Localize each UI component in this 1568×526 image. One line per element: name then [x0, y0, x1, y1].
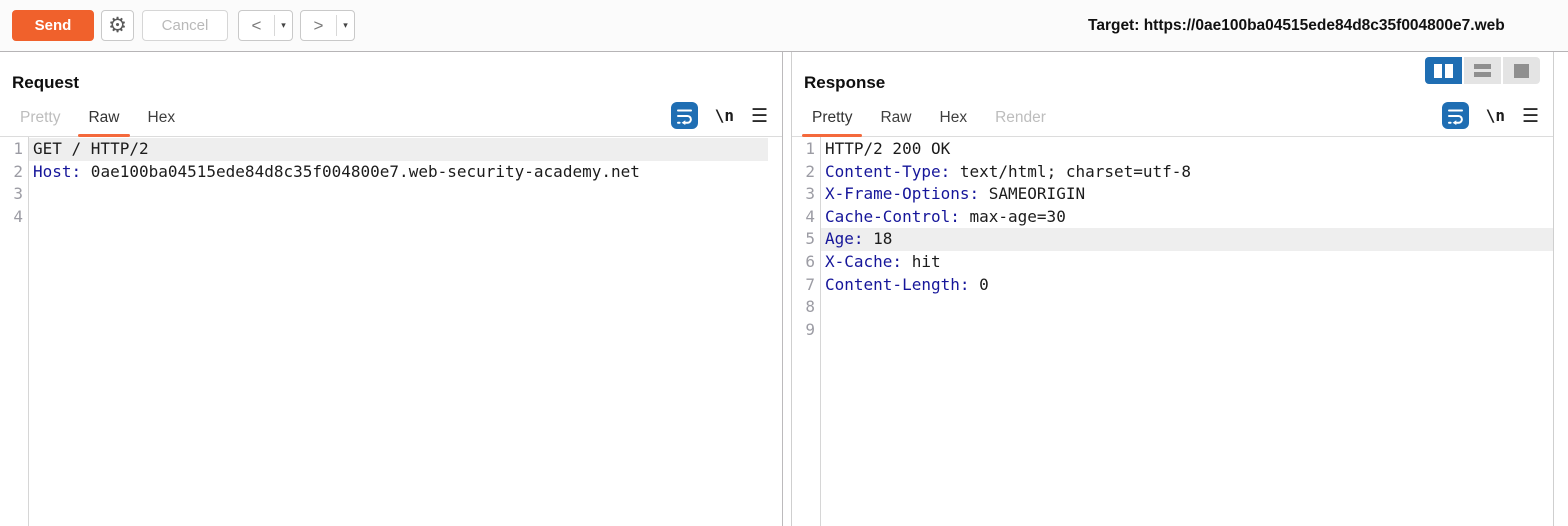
request-editor-icons: \n ☰: [670, 102, 776, 136]
header-name: Cache-Control:: [825, 206, 960, 226]
editor-menu-icon[interactable]: ☰: [750, 104, 768, 127]
tab-render: Render: [995, 109, 1046, 126]
code-line[interactable]: Content-Length: 0: [821, 274, 1553, 297]
response-title: Response: [804, 73, 886, 92]
header-name: Content-Type:: [825, 161, 951, 181]
columns-layout-icon: [1445, 63, 1453, 78]
code-line[interactable]: X-Frame-Options: SAMEORIGIN: [821, 183, 1553, 206]
code-text: GET / HTTP/2: [33, 139, 149, 158]
history-forward-button[interactable]: > ▾: [300, 10, 355, 41]
word-wrap-icon: [1447, 109, 1463, 125]
line-number: 2: [805, 161, 815, 181]
code-text: HTTP/2 200 OK: [825, 139, 951, 158]
tab-raw[interactable]: Raw: [74, 109, 133, 137]
code-line[interactable]: [821, 319, 1553, 342]
line-number: 5: [805, 229, 815, 249]
forward-icon: >: [313, 15, 324, 35]
tab-pretty: Pretty: [20, 109, 61, 126]
word-wrap-toggle[interactable]: [1441, 102, 1469, 129]
line-number: 3: [13, 184, 23, 204]
chevron-down-icon[interactable]: ▾: [343, 20, 348, 31]
request-tabbar: Pretty Raw Hex \n ☰: [0, 93, 782, 137]
code-text: 0: [969, 274, 989, 294]
button-divider: [336, 15, 337, 36]
line-number: 3: [805, 184, 815, 204]
code-text: 0ae100ba04515ede84d8c35f004800e7.web-sec…: [81, 161, 640, 181]
show-newlines-toggle[interactable]: \n: [1485, 106, 1505, 125]
line-number: 7: [805, 274, 815, 294]
single-layout-icon: [1514, 63, 1529, 78]
code-line[interactable]: [29, 206, 768, 229]
gear-icon: ⚙: [108, 13, 127, 37]
line-number: 4: [805, 206, 815, 226]
layout-switcher: [1425, 57, 1540, 84]
line-number: 4: [13, 206, 23, 226]
back-icon: <: [251, 15, 262, 35]
header-name: Age:: [825, 229, 864, 249]
columns-layout-icon: [1434, 63, 1442, 78]
code-line[interactable]: [821, 296, 1553, 319]
chevron-down-icon[interactable]: ▾: [281, 20, 286, 31]
tab-hex[interactable]: Hex: [939, 109, 968, 126]
word-wrap-icon: [676, 109, 692, 125]
tab-hex[interactable]: Hex: [147, 109, 176, 126]
cancel-button[interactable]: Cancel: [142, 10, 228, 41]
code-line[interactable]: X-Cache: hit: [821, 251, 1553, 274]
code-line[interactable]: Cache-Control: max-age=30: [821, 206, 1553, 229]
code-text: 18: [863, 229, 893, 249]
line-number: 8: [805, 297, 815, 317]
line-number: 2: [13, 161, 23, 181]
toolbar: Send ⚙ Cancel < ▾ > ▾ Target: https://0a…: [0, 0, 1568, 52]
show-newlines-toggle[interactable]: \n: [714, 106, 734, 125]
pane-splitter[interactable]: [783, 52, 791, 526]
target-url: Target: https://0ae100ba04515ede84d8c35f…: [1088, 16, 1505, 34]
code-line[interactable]: Age: 18: [821, 228, 1553, 251]
header-name: Host:: [33, 161, 82, 181]
history-back-button[interactable]: < ▾: [238, 10, 293, 41]
rows-layout-icon: [1474, 64, 1491, 77]
header-name: X-Cache:: [825, 251, 903, 271]
code-text: hit: [902, 251, 941, 271]
layout-columns-button[interactable]: [1425, 57, 1462, 84]
response-tabbar: Pretty Raw Hex Render \n ☰: [792, 93, 1553, 137]
code-line[interactable]: [29, 183, 768, 206]
button-divider: [274, 15, 275, 36]
tab-pretty[interactable]: Pretty: [798, 109, 866, 137]
editor-menu-icon[interactable]: ☰: [1521, 104, 1539, 127]
request-title: Request: [12, 73, 80, 92]
tab-raw[interactable]: Raw: [880, 109, 912, 126]
send-settings-button[interactable]: ⚙: [101, 10, 134, 41]
code-line[interactable]: GET / HTTP/2: [29, 138, 768, 161]
code-text: text/html; charset=utf-8: [950, 161, 1192, 181]
code-line[interactable]: Content-Type: text/html; charset=utf-8: [821, 161, 1553, 184]
header-name: X-Frame-Options:: [825, 184, 980, 204]
line-number: 1: [805, 139, 815, 158]
layout-single-button[interactable]: [1503, 57, 1540, 84]
code-text: SAMEORIGIN: [979, 184, 1086, 204]
code-area[interactable]: HTTP/2 200 OK Content-Type: text/html; ch…: [821, 137, 1553, 526]
code-line[interactable]: HTTP/2 200 OK: [821, 138, 1553, 161]
line-number: 1: [13, 139, 23, 158]
header-name: Content-Length:: [825, 274, 970, 294]
word-wrap-toggle[interactable]: [670, 102, 698, 129]
response-editor-icons: \n ☰: [1441, 102, 1547, 136]
layout-rows-button[interactable]: [1464, 57, 1501, 84]
code-text: max-age=30: [959, 206, 1066, 226]
line-number: 9: [805, 319, 815, 339]
code-line[interactable]: Host: 0ae100ba04515ede84d8c35f004800e7.w…: [29, 161, 768, 184]
send-button[interactable]: Send: [12, 10, 94, 41]
line-number: 6: [805, 251, 815, 271]
